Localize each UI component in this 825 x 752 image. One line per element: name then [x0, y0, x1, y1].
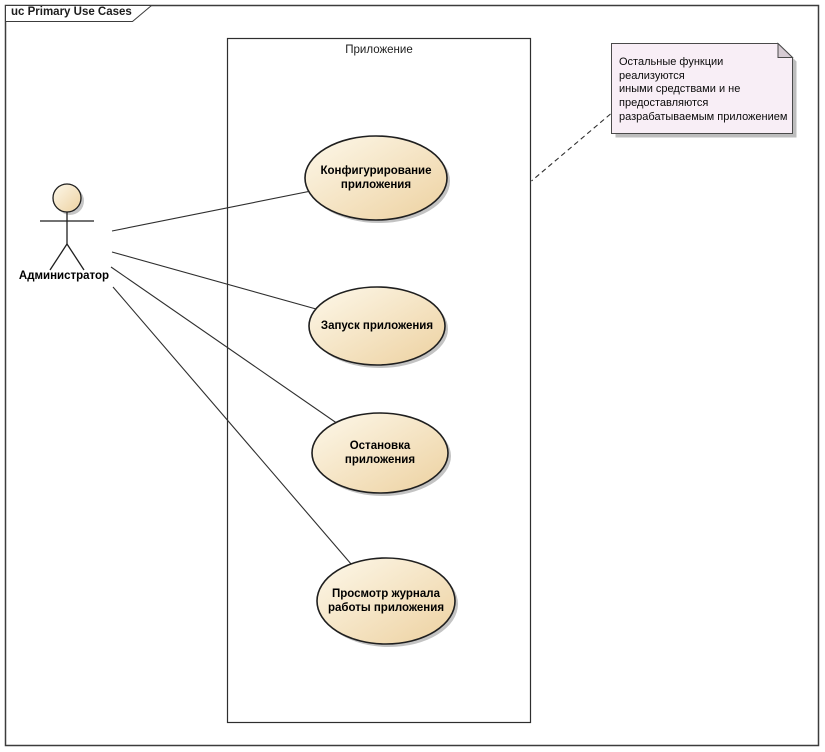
- actor-head: [52, 183, 82, 213]
- use-case-stop-ellipse[interactable]: [311, 412, 449, 494]
- actor-administrator-figure[interactable]: [40, 183, 94, 271]
- note-link-dashed-line[interactable]: [531, 113, 611, 182]
- association-view-log[interactable]: [112, 286, 383, 601]
- note-text-line: Остальные функции реализуются: [619, 56, 724, 82]
- use-case-start-label: Запуск приложения: [320, 319, 434, 332]
- association-stop[interactable]: [110, 266, 381, 454]
- use-case-stop-label: Остановка приложения: [344, 439, 416, 467]
- note-fold-corner-icon: [777, 42, 794, 58]
- use-case-view-log-label: Просмотр журнала работы приложения: [327, 587, 445, 615]
- frame-name-tab: [5, 5, 153, 22]
- system-boundary-box[interactable]: [226, 37, 532, 724]
- actor-right-leg: [66, 243, 85, 271]
- note-text-line: разрабатываемым приложением: [619, 110, 788, 123]
- diagram-frame: [4, 4, 820, 747]
- use-case-view-log-ellipse[interactable]: [316, 557, 456, 645]
- use-case-configure-ellipse[interactable]: [304, 135, 448, 221]
- note-text-line: иными средствами и не: [619, 83, 741, 96]
- frame-title: uc Primary Use Cases: [11, 6, 132, 18]
- use-case-start-ellipse[interactable]: [308, 286, 446, 366]
- system-boundary-title: Приложение: [345, 44, 413, 56]
- note-text-line: предоставляются: [619, 97, 709, 110]
- use-case-configure-label: Конфигурирование приложения: [320, 164, 432, 192]
- note-body[interactable]: [611, 43, 793, 134]
- actor-administrator-label: Администратор: [18, 270, 110, 282]
- actor-left-leg: [49, 243, 68, 271]
- note-text: Остальные функции реализуются иными сред…: [619, 56, 789, 125]
